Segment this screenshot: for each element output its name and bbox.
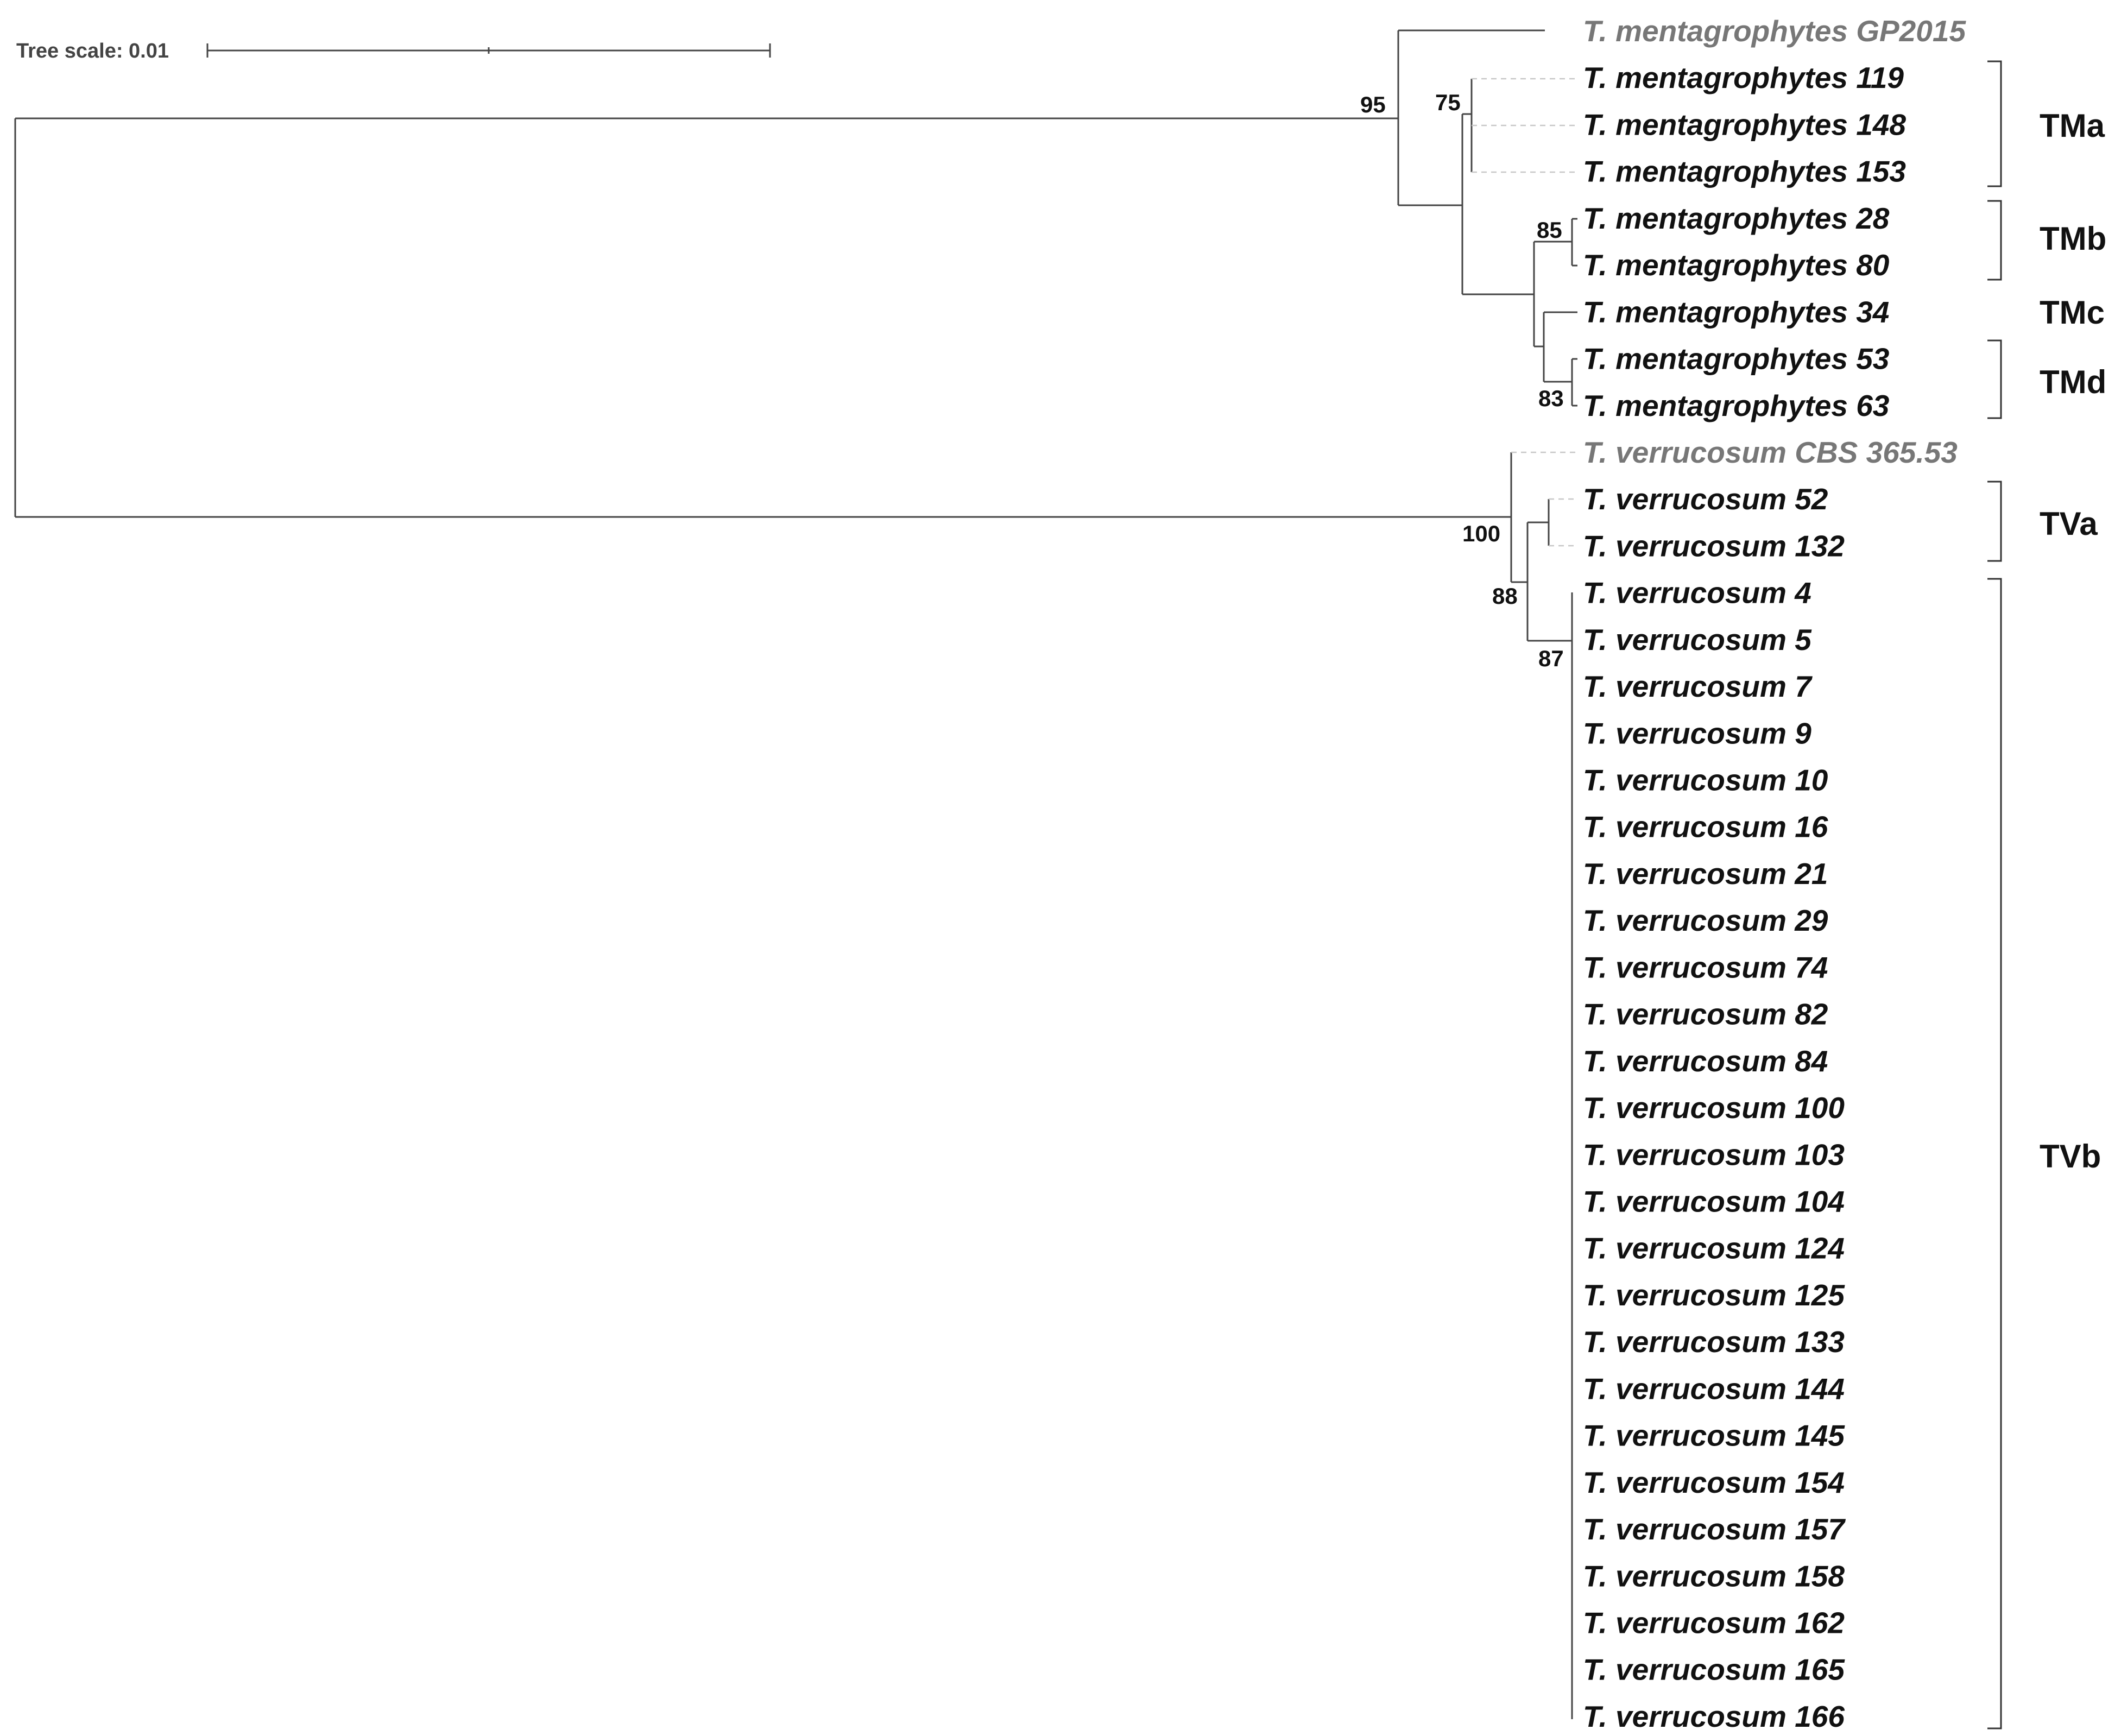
support-value-83: 83 (1538, 386, 1564, 411)
leaf-label: T. mentagrophytes GP2015 (1583, 14, 1966, 48)
support-value-95: 95 (1360, 92, 1386, 117)
leaf-label: T. mentagrophytes 153 (1583, 155, 1906, 188)
tree-branches (14, 29, 1577, 1719)
leaf-label: T. mentagrophytes 119 (1583, 61, 1904, 94)
leaf-label: T. verrucosum 4 (1583, 576, 1811, 610)
bracket-tmd (1987, 339, 2002, 419)
leaf-labels: T. mentagrophytes GP2015 T. mentagrophyte… (1583, 14, 1966, 1733)
leaf-label: T. verrucosum 145 (1583, 1419, 1845, 1453)
scale-bar: Tree scale: 0.01 (16, 40, 771, 62)
leaf-label: T. mentagrophytes 80 (1583, 248, 1890, 282)
bracket-tva (1987, 481, 2002, 562)
leaf-label: T. verrucosum 103 (1583, 1138, 1845, 1171)
leaf-label: T. mentagrophytes 28 (1583, 201, 1890, 235)
leaf-label: T. verrucosum 10 (1583, 763, 1828, 797)
leaf-label: T. verrucosum 124 (1583, 1232, 1845, 1265)
leaf-label: T. verrucosum 133 (1583, 1325, 1845, 1359)
support-value-87: 87 (1538, 646, 1564, 671)
support-value-85: 85 (1537, 217, 1562, 243)
group-label-tmc: TMc (2040, 294, 2105, 331)
leaf-label: T. verrucosum 132 (1583, 529, 1845, 563)
leaf-label: T. verrucosum 165 (1583, 1653, 1845, 1687)
leaf-label: T. verrucosum 29 (1583, 904, 1828, 937)
leaf-label: T. verrucosum 74 (1583, 950, 1828, 984)
leaf-label: T. verrucosum 158 (1583, 1559, 1845, 1593)
leaf-label: T. verrucosum 154 (1583, 1466, 1845, 1499)
leaf-label: T. verrucosum 21 (1583, 857, 1828, 891)
leaf-label: T. verrucosum 157 (1583, 1512, 1846, 1546)
support-values: 95 75 85 83 100 88 87 (1360, 90, 1564, 671)
leaf-label: T. mentagrophytes 63 (1583, 389, 1889, 422)
leaf-label: T. verrucosum 125 (1583, 1278, 1845, 1312)
leaf-label: T. verrucosum CBS 365.53 (1583, 435, 1958, 469)
leaf-label: T. mentagrophytes 34 (1583, 295, 1889, 329)
group-labels: TMa TMb TMc TMd TVa TVb (2040, 108, 2106, 1175)
leaf-label: T. mentagrophytes 148 (1583, 108, 1906, 141)
leaf-label: T. verrucosum 84 (1583, 1044, 1828, 1078)
leaf-label: T. verrucosum 7 (1583, 670, 1813, 703)
group-brackets (1987, 60, 2002, 1729)
bracket-tma (1987, 60, 2002, 187)
group-label-tma: TMa (2040, 108, 2105, 144)
group-label-tva: TVa (2040, 506, 2098, 542)
leaf-label: T. verrucosum 16 (1583, 810, 1828, 844)
leaf-label: T. verrucosum 104 (1583, 1185, 1845, 1219)
leaf-label: T. verrucosum 144 (1583, 1372, 1845, 1405)
leaf-label: T. verrucosum 162 (1583, 1606, 1845, 1640)
leaf-label: T. mentagrophytes 53 (1583, 342, 1889, 376)
leaf-label: T. verrucosum 166 (1583, 1700, 1845, 1733)
leaf-label: T. verrucosum 100 (1583, 1091, 1845, 1125)
leaf-label: T. verrucosum 52 (1583, 482, 1828, 516)
support-value-88: 88 (1492, 583, 1518, 609)
leaf-label: T. verrucosum 82 (1583, 998, 1828, 1031)
group-label-tmb: TMb (2040, 220, 2106, 257)
bracket-tmb (1987, 200, 2002, 281)
support-value-100: 100 (1462, 521, 1500, 546)
support-value-75: 75 (1435, 90, 1461, 115)
group-label-tvb: TVb (2040, 1138, 2101, 1175)
group-label-tmd: TMd (2040, 364, 2106, 400)
bracket-tvb (1987, 578, 2002, 1729)
scale-bar-label: Tree scale: 0.01 (16, 40, 169, 62)
leaf-label: T. verrucosum 9 (1583, 716, 1811, 750)
leaf-label: T. verrucosum 5 (1583, 623, 1812, 656)
